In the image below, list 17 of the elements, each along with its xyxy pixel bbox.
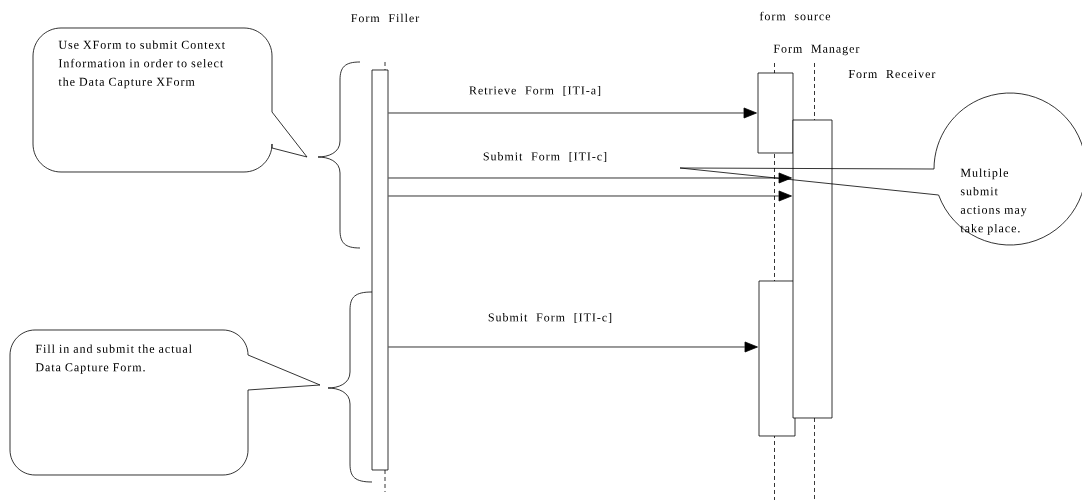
lifeline-name: Form Receiver <box>848 69 936 78</box>
arrow <box>388 172 792 184</box>
edge-label: Retrieve Form [ITI-a] <box>469 86 601 96</box>
activation-bar <box>757 72 794 154</box>
arrow <box>388 107 757 119</box>
activation-bar <box>371 69 389 471</box>
arrow <box>388 190 792 202</box>
lifeline-name: Form Filler <box>351 13 420 23</box>
circle-callout: Multiple submit actions may take place. <box>679 92 1082 246</box>
edge-label: Submit Form [ITI-c] <box>488 313 612 323</box>
arrow <box>388 341 758 353</box>
activation-bar <box>758 280 796 437</box>
speech-bubble: Fill in and submit the actual Data Capture Form. <box>9 329 321 476</box>
edge-label: Submit Form [ITI-c] <box>483 152 607 162</box>
speech-bubble: Use XForm to submit Context Information in order to select the Data Capture XForm <box>32 27 308 173</box>
lifeline-name: form source <box>759 11 831 21</box>
lifeline-name: Form Manager <box>773 44 860 56</box>
